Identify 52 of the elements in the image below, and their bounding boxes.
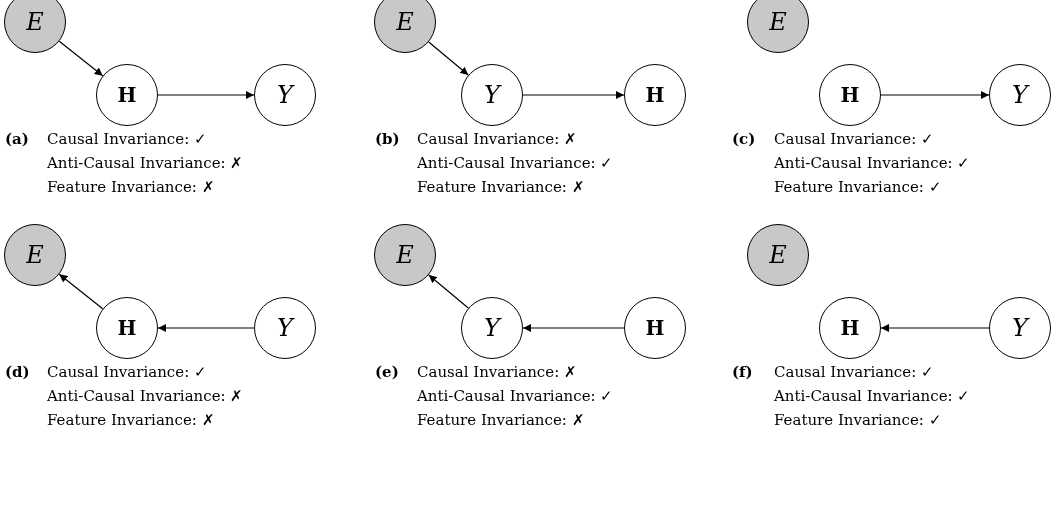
shaded-variable-node: E [747, 0, 809, 53]
invariance-caption-line: Causal Invariance: ✓ [774, 363, 934, 381]
variable-node: H [96, 64, 158, 126]
arrow [157, 91, 255, 99]
panel-letter: (c) [732, 130, 756, 148]
invariance-caption-line: Causal Invariance: ✓ [774, 130, 934, 148]
invariance-caption-line: Anti-Causal Invariance: ✗ [47, 154, 244, 172]
variable-node: H [624, 297, 686, 359]
arrow [522, 91, 625, 99]
variable-node: H [96, 297, 158, 359]
arrow [157, 324, 255, 332]
invariance-caption-line: Anti-Causal Invariance: ✓ [774, 154, 971, 172]
arrow [522, 324, 625, 332]
panel-letter: (d) [5, 363, 30, 381]
variable-node: Y [254, 297, 316, 359]
arrow [880, 324, 990, 332]
invariance-caption-line: Feature Invariance: ✗ [417, 411, 585, 429]
arrow [880, 91, 990, 99]
variable-node: H [819, 64, 881, 126]
shaded-variable-node: E [4, 0, 66, 53]
arrow [58, 40, 104, 77]
invariance-caption-line: Anti-Causal Invariance: ✗ [47, 387, 244, 405]
arrow [428, 274, 469, 309]
variable-node: Y [254, 64, 316, 126]
panel-letter: (a) [5, 130, 29, 148]
variable-node: H [624, 64, 686, 126]
variable-node: Y [461, 297, 523, 359]
invariance-caption-line: Feature Invariance: ✗ [47, 178, 215, 196]
invariance-caption-line: Causal Invariance: ✗ [417, 130, 577, 148]
invariance-caption-line: Feature Invariance: ✓ [774, 411, 942, 429]
variable-node: Y [989, 64, 1051, 126]
panel-letter: (e) [375, 363, 399, 381]
invariance-caption-line: Feature Invariance: ✓ [774, 178, 942, 196]
invariance-caption-line: Causal Invariance: ✓ [47, 363, 207, 381]
invariance-caption-line: Anti-Causal Invariance: ✓ [774, 387, 971, 405]
variable-node: Y [989, 297, 1051, 359]
invariance-caption-line: Anti-Causal Invariance: ✓ [417, 387, 614, 405]
panel-letter: (b) [375, 130, 400, 148]
arrow [58, 273, 104, 310]
invariance-caption-line: Feature Invariance: ✗ [47, 411, 215, 429]
invariance-caption-line: Feature Invariance: ✗ [417, 178, 585, 196]
variable-node: Y [461, 64, 523, 126]
shaded-variable-node: E [374, 0, 436, 53]
shaded-variable-node: E [4, 224, 66, 286]
panel-letter: (f) [732, 363, 753, 381]
variable-node: H [819, 297, 881, 359]
shaded-variable-node: E [374, 224, 436, 286]
arrow [428, 41, 469, 76]
invariance-caption-line: Causal Invariance: ✓ [47, 130, 207, 148]
shaded-variable-node: E [747, 224, 809, 286]
invariance-caption-line: Anti-Causal Invariance: ✓ [417, 154, 614, 172]
invariance-caption-line: Causal Invariance: ✗ [417, 363, 577, 381]
